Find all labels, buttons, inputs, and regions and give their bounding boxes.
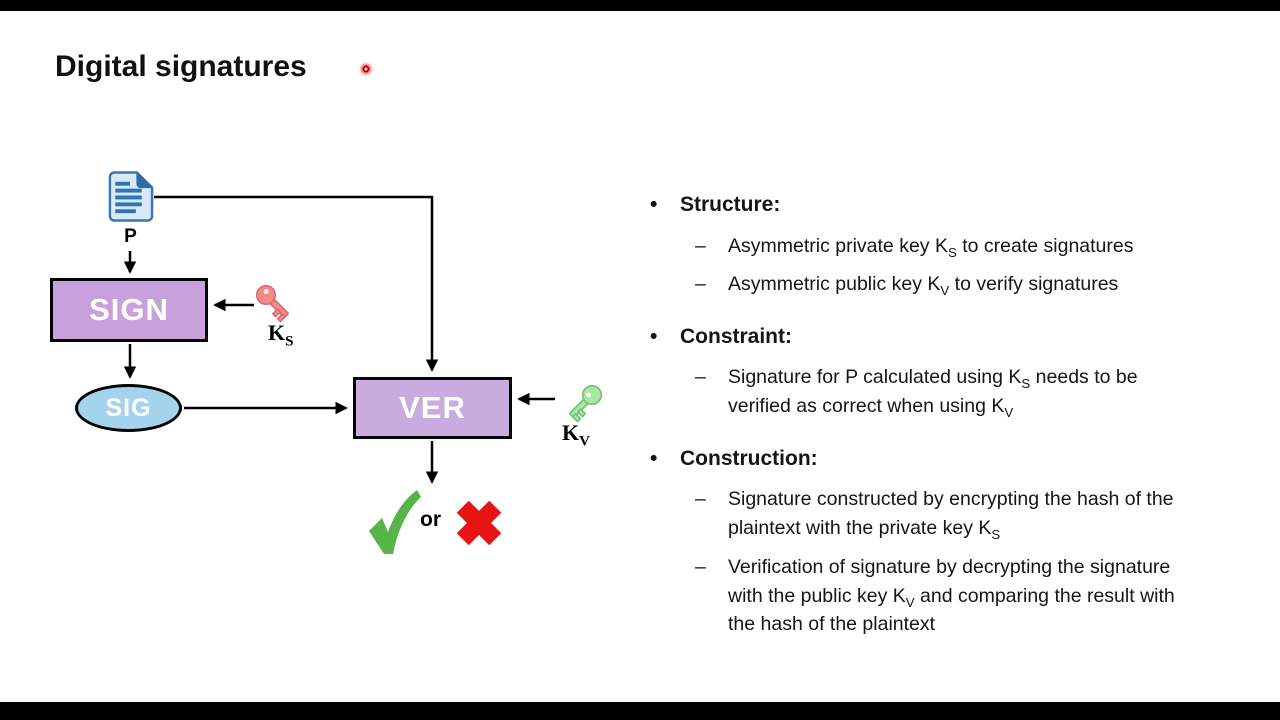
dash-icon: – — [695, 273, 706, 295]
bullet-icon: • — [650, 447, 658, 470]
section-heading-constraint: • Constraint: — [650, 325, 792, 349]
bullet-item: – Asymmetric public key KV to verify sig… — [695, 270, 1188, 299]
plaintext-label: P — [124, 226, 137, 247]
dash-icon: – — [695, 235, 706, 257]
bullet-icon: • — [650, 193, 658, 216]
bullet-icon: • — [650, 325, 658, 348]
private-key-label: KS — [268, 320, 294, 350]
or-label: or — [420, 508, 441, 531]
sig-ellipse: SIG — [75, 384, 182, 432]
letterbox-bottom — [0, 702, 1280, 720]
checkmark-icon — [369, 490, 421, 554]
bullet-item: – Signature constructed by encrypting th… — [695, 485, 1188, 542]
bullet-item-text: Asymmetric private key KS to create sign… — [728, 235, 1134, 260]
section-heading-label: Constraint: — [680, 325, 792, 348]
laser-pointer-dot — [358, 61, 374, 77]
section-heading-structure: • Structure: — [650, 193, 780, 217]
bullet-item-text: Verification of signature by decrypting … — [728, 556, 1175, 635]
dash-icon: – — [695, 366, 706, 388]
dash-icon: – — [695, 488, 706, 510]
sign-box: SIGN — [50, 278, 208, 342]
private-key-icon — [255, 284, 289, 323]
document-icon — [108, 171, 154, 222]
section-heading-label: Structure: — [680, 193, 781, 216]
ver-box: VER — [353, 377, 512, 439]
public-key-icon — [569, 384, 603, 423]
bullet-item-text: Asymmetric public key KV to verify signa… — [728, 273, 1119, 298]
cross-icon — [456, 500, 502, 546]
bullet-item: – Verification of signature by decryptin… — [695, 553, 1188, 639]
section-heading-construction: • Construction: — [650, 447, 818, 471]
bullet-item-text: Signature for P calculated using KS need… — [728, 366, 1138, 420]
dash-icon: – — [695, 556, 706, 578]
bullet-item: – Asymmetric private key KS to create si… — [695, 232, 1188, 261]
letterbox-top — [0, 0, 1280, 11]
bullet-item-text: Signature constructed by encrypting the … — [728, 488, 1174, 542]
public-key-label: KV — [562, 420, 590, 450]
page-title: Digital signatures — [55, 50, 307, 83]
section-heading-label: Construction: — [680, 447, 818, 470]
bullet-item: – Signature for P calculated using KS ne… — [695, 363, 1188, 420]
